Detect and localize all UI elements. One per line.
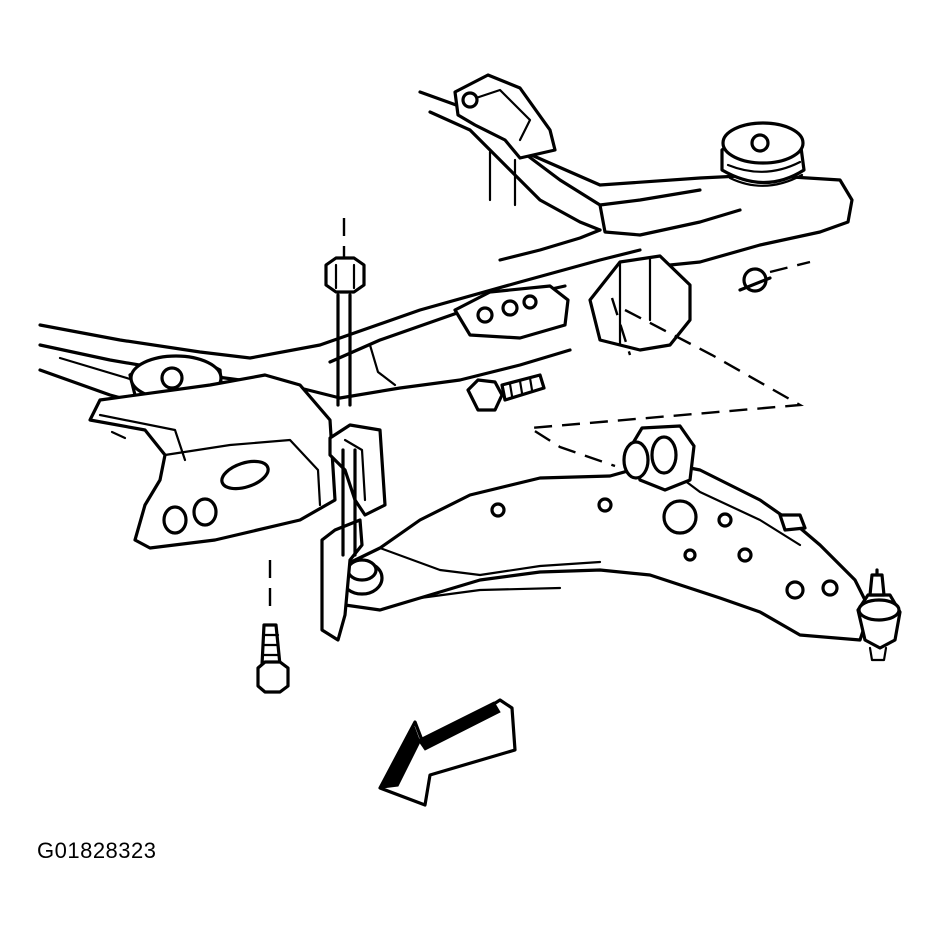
front-direction-arrow-icon — [378, 698, 517, 807]
vertical-bolt-upper — [324, 218, 366, 407]
rear-bushing-guide — [526, 254, 804, 468]
lower-control-arm — [328, 460, 872, 642]
vertical-bolt-front — [256, 448, 357, 694]
figure-code: G01828323 — [37, 838, 157, 863]
horizontal-bolt — [466, 373, 546, 412]
ball-joint — [856, 568, 902, 662]
rear-bracket-plate — [453, 284, 570, 340]
front-control-arm-bracket — [88, 373, 337, 550]
rear-body-mount-bracket — [453, 73, 557, 160]
rear-control-arm-bushing — [622, 424, 696, 492]
rear-body-mount-cushion — [720, 121, 806, 187]
small-rear-bolt — [738, 260, 811, 293]
